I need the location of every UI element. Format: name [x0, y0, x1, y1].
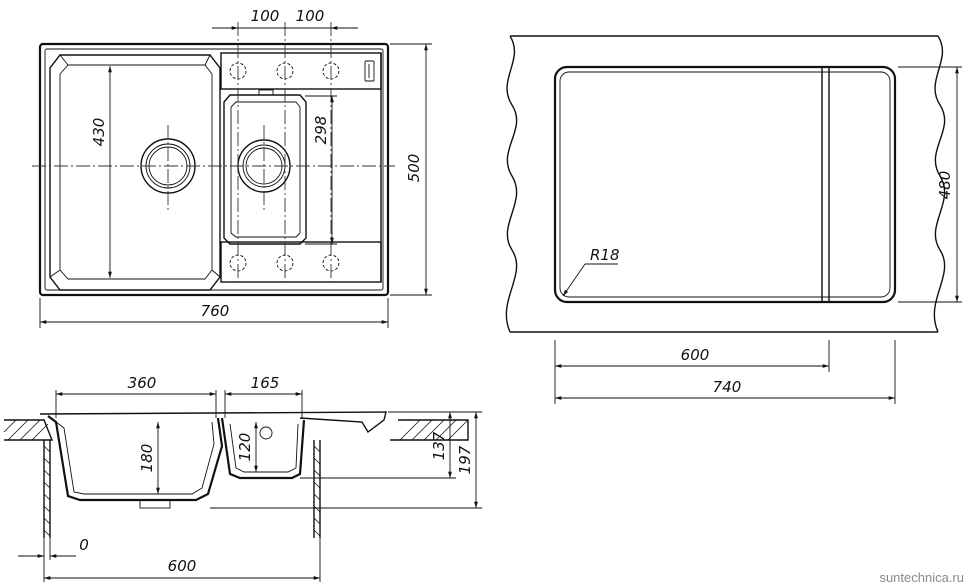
dim-total-height: 197: [456, 445, 474, 474]
dim-cutout-depth: 480: [936, 171, 954, 200]
dim-main-bowl-depth: 430: [90, 118, 108, 147]
dim-radius: R18: [590, 246, 620, 264]
dim-small-bowl-height: 120: [236, 433, 254, 462]
dim-cutout-width: 600: [681, 346, 710, 364]
dim-small-bowl-width: 165: [251, 374, 280, 392]
watermark: suntechnica.ru: [879, 570, 964, 585]
dim-cabinet-width-top: 740: [713, 378, 742, 396]
top-view: 100 100 430 298 500 760: [32, 7, 432, 328]
dim-main-bowl-height: 180: [138, 444, 156, 473]
dim-main-bowl-width: 360: [128, 374, 157, 392]
dim-cabinet-width: 600: [168, 557, 197, 575]
dim-rim-height: 137: [430, 431, 448, 460]
dim-hole-spacing-1: 100: [251, 7, 280, 25]
section-view: 360 165 180 120 137 197 0 600: [3, 374, 482, 582]
dim-total-depth: 500: [405, 154, 423, 183]
dim-small-bowl-depth: 298: [312, 116, 330, 145]
dim-total-width: 760: [201, 302, 230, 320]
dim-hole-spacing-2: 100: [296, 7, 325, 25]
cutout-view: R18 480 600 740: [505, 35, 962, 404]
dim-offset: 0: [79, 536, 89, 554]
